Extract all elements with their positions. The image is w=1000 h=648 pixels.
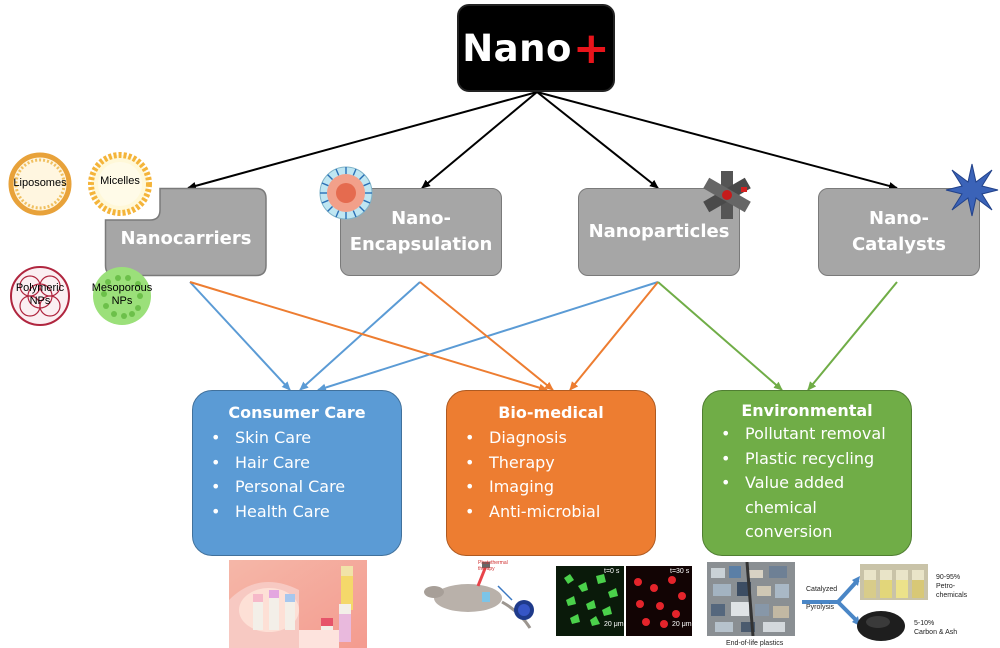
- nanoencapsulation-icon: [319, 166, 373, 220]
- arrow-encapsulation-to-biomedical: [419, 281, 554, 391]
- carbon-label: Carbon & Ash: [914, 629, 958, 636]
- mesoporous-label-line2: NPs: [111, 295, 133, 307]
- polymeric-label-line1: Polymeric: [15, 282, 65, 294]
- list-item: Diagnosis: [463, 426, 655, 451]
- petro-percentage: 90-95%: [936, 574, 961, 581]
- list-item: Plastic recycling: [719, 447, 887, 472]
- photothermal-therapy-image: [420, 562, 548, 636]
- plastics-waste-image: [707, 562, 795, 636]
- environmental-title: Environmental: [741, 401, 873, 420]
- consumer-care-box: Consumer Care Skin Care Hair Care Person…: [192, 390, 402, 556]
- mesoporous-label-line1: Mesoporous: [91, 282, 153, 294]
- list-item: Health Care: [209, 500, 401, 525]
- microscopy-scale-1: 20 μm: [604, 621, 624, 628]
- mesoporous-np-icon: [93, 267, 151, 325]
- environmental-list: Pollutant removal Plastic recycling Valu…: [703, 422, 911, 545]
- microscopy-t0-label: t=0 s: [604, 568, 620, 575]
- nano-title-text: Nano: [462, 26, 572, 70]
- cosmetics-product-image: [229, 560, 367, 648]
- list-item: Pollutant removal: [719, 422, 887, 447]
- liposomes-label: Liposomes: [13, 177, 67, 189]
- microscopy-red-panel: [626, 566, 692, 636]
- petrochemicals-vials-image: [860, 564, 928, 600]
- petro-label-line2: chemicals: [936, 592, 968, 599]
- bio-medical-list: Diagnosis Therapy Imaging Anti-microbial: [447, 426, 655, 524]
- consumer-care-title: Consumer Care: [228, 403, 366, 422]
- microscopy-scale-2: 20 μm: [672, 621, 692, 628]
- arrow-root-to-encapsulation: [421, 91, 538, 189]
- list-item: Anti-microbial: [463, 500, 655, 525]
- micelle-icon: [88, 152, 152, 216]
- microscopy-green-panel: [556, 566, 624, 636]
- environmental-box: Environmental Pollutant removal Plastic …: [702, 390, 912, 556]
- arrow-nanoparticles-to-environmental: [657, 281, 783, 391]
- list-item: Skin Care: [209, 426, 401, 451]
- arrow-root-to-nanocarriers: [187, 91, 538, 190]
- plastics-caption: End-of-life plastics: [726, 640, 784, 647]
- liposome-icon: [8, 152, 72, 216]
- list-item: Value added chemical conversion: [719, 471, 857, 545]
- microscopy-t30-label: t=30 s: [670, 568, 690, 575]
- encapsulation-label-line1: Nano-: [391, 208, 451, 229]
- carbon-percentage: 5-10%: [914, 620, 935, 627]
- polymeric-np-icon: [10, 266, 70, 326]
- encapsulation-label-line2: Encapsulation: [349, 234, 493, 255]
- nanoparticles-label: Nanoparticles: [588, 221, 730, 242]
- nanocarriers-label: Nanocarriers: [120, 228, 252, 249]
- micelles-label: Micelles: [100, 175, 140, 187]
- category-nano-catalysts: Nano- Catalysts: [818, 188, 980, 276]
- bio-medical-box: Bio-medical Diagnosis Therapy Imaging An…: [446, 390, 656, 556]
- catalysts-label-line2: Catalysts: [851, 234, 947, 255]
- list-item: Hair Care: [209, 451, 401, 476]
- nano-plus-title-box: Nano+: [457, 4, 615, 92]
- pyrolysis-arrows: [802, 576, 860, 626]
- mesoporous-nps-label: Mesoporous NPs: [86, 282, 158, 308]
- carbon-ash-image: [857, 611, 905, 641]
- plus-symbol: +: [572, 22, 610, 74]
- list-item: Therapy: [463, 451, 655, 476]
- catalyzed-caption: Catalyzed: [806, 586, 838, 593]
- polymeric-label-line2: NPs: [29, 295, 51, 307]
- arrow-nanocarriers-to-consumer: [189, 281, 291, 391]
- arrow-root-to-catalysts: [536, 91, 898, 190]
- catalysts-label-line1: Nano-: [869, 208, 929, 229]
- arrow-nanocarriers-to-biomedical: [189, 281, 548, 392]
- petro-label-line1: Petro-: [936, 583, 956, 590]
- arrow-root-to-nanoparticles: [536, 91, 659, 189]
- consumer-care-list: Skin Care Hair Care Personal Care Health…: [193, 426, 401, 524]
- pyrolysis-caption: Pyrolysis: [806, 604, 835, 611]
- list-item: Personal Care: [209, 475, 401, 500]
- photothermal-caption: Photothermal therapy: [478, 560, 508, 572]
- arrow-encapsulation-to-consumer: [299, 281, 421, 391]
- nanoparticle-icon: [703, 171, 751, 219]
- polymeric-nps-label: Polymeric NPs: [6, 282, 74, 308]
- arrow-catalysts-to-environmental: [807, 281, 898, 391]
- list-item: Imaging: [463, 475, 655, 500]
- bio-medical-title: Bio-medical: [498, 403, 604, 422]
- nanocatalyst-icon: [945, 163, 999, 217]
- arrow-nanoparticles-to-biomedical: [569, 281, 659, 391]
